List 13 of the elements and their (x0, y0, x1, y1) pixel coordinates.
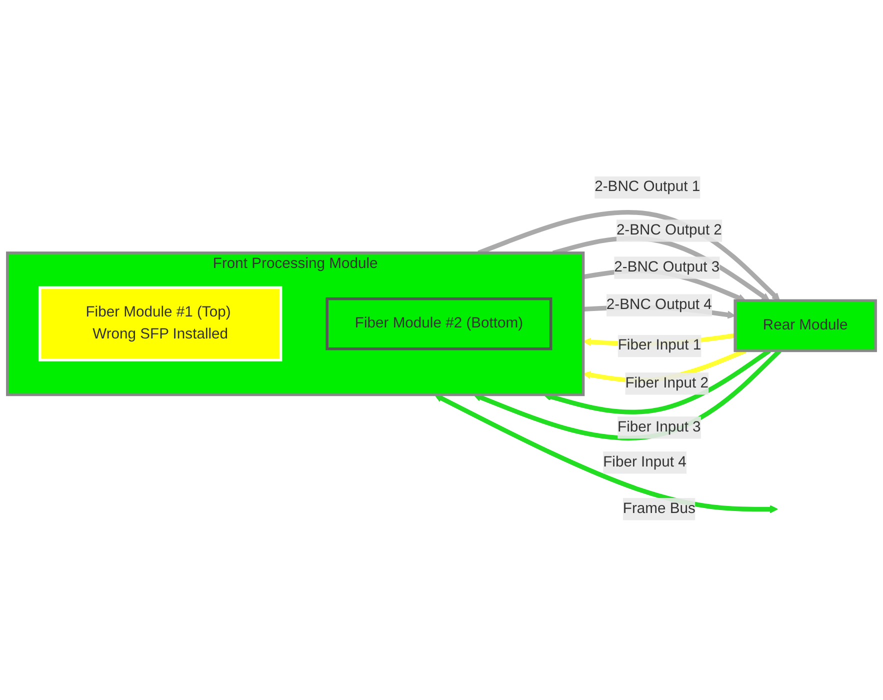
edge-label: 2-BNC Output 3 (614, 260, 720, 276)
edge-label: Frame Bus (622, 501, 696, 517)
node-box: Rear Module (734, 300, 877, 352)
edge-label: Fiber Input 1 (618, 338, 702, 354)
node-box: Fiber Module #2 (Bottom) (326, 298, 552, 350)
edge-label: Fiber Input 3 (618, 420, 701, 436)
node-box: Fiber Module #1 (Top) Wrong SFP Installed (38, 286, 282, 362)
edge-label: 2-BNC Output 1 (594, 179, 700, 196)
edge-label: Fiber Input 2 (625, 376, 708, 392)
edge-label: Fiber Input 4 (603, 454, 686, 470)
edge-label: 2-BNC Output 2 (616, 222, 722, 238)
arrow (434, 394, 778, 514)
edge-label: 2-BNC Output 4 (606, 297, 712, 313)
